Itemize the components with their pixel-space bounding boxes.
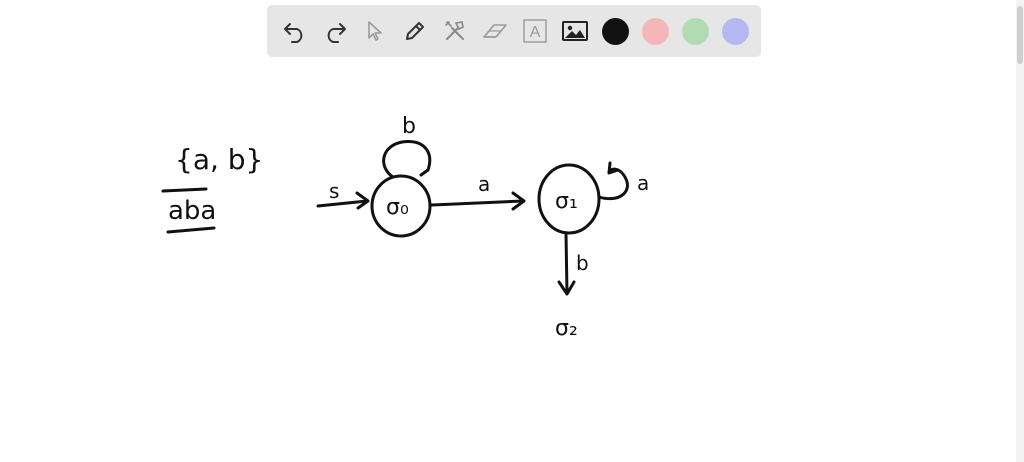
q1-to-q2-arrow bbox=[564, 232, 569, 295]
image-tool-button[interactable] bbox=[555, 11, 595, 51]
state-q0-label: σ₀ bbox=[386, 195, 409, 220]
q0-to-q1-label: a bbox=[478, 172, 490, 196]
state-q1-circle bbox=[537, 163, 601, 235]
pen-icon bbox=[406, 22, 424, 40]
q1-to-q2-label: b bbox=[576, 251, 589, 275]
color-green-button[interactable] bbox=[675, 11, 715, 51]
color-swatch-green bbox=[681, 17, 709, 45]
svg-text:A: A bbox=[530, 24, 541, 41]
color-swatch-pink bbox=[641, 17, 669, 45]
q0-to-q1-arrow bbox=[430, 199, 525, 207]
state-q1-label: σ₁ bbox=[555, 189, 578, 214]
tools-icon bbox=[445, 21, 464, 40]
undo-icon bbox=[284, 23, 303, 43]
scrollbar-thumb[interactable] bbox=[1017, 6, 1023, 64]
start-arrow bbox=[316, 199, 369, 208]
color-swatch-lavender bbox=[721, 17, 749, 45]
underline-stroke bbox=[166, 226, 216, 234]
q0-to-q1-arrowhead bbox=[511, 191, 526, 211]
color-lavender-button[interactable] bbox=[715, 11, 755, 51]
color-black-button[interactable] bbox=[595, 11, 635, 51]
select-pointer-icon bbox=[368, 21, 382, 41]
eraser-icon bbox=[483, 24, 507, 38]
q0-self-loop bbox=[382, 140, 432, 179]
color-swatch-black bbox=[601, 17, 629, 45]
redo-icon bbox=[327, 23, 346, 43]
text-icon: A bbox=[523, 19, 547, 43]
q0-loop-label: b bbox=[402, 114, 416, 139]
alphabet-label: {a, b} bbox=[175, 143, 263, 176]
state-q2-label: σ₂ bbox=[555, 316, 578, 341]
start-label: s bbox=[329, 179, 339, 203]
state-q0-circle bbox=[370, 174, 432, 238]
undo-button[interactable] bbox=[275, 11, 315, 51]
image-icon bbox=[562, 21, 588, 41]
input-word-label: aba bbox=[168, 196, 216, 226]
eraser-tool-button[interactable] bbox=[475, 11, 515, 51]
drawing-toolbar: A bbox=[267, 5, 761, 57]
q1-self-loop-arrowhead bbox=[607, 161, 620, 175]
color-pink-button[interactable] bbox=[635, 11, 675, 51]
q1-self-loop bbox=[597, 167, 629, 201]
select-tool-button[interactable] bbox=[355, 11, 395, 51]
text-tool-button[interactable]: A bbox=[515, 11, 555, 51]
redo-button[interactable] bbox=[315, 11, 355, 51]
start-arrowhead bbox=[355, 191, 370, 210]
pen-tool-button[interactable] bbox=[395, 11, 435, 51]
overline-stroke bbox=[161, 187, 208, 193]
q1-to-q2-arrowhead bbox=[557, 280, 576, 296]
tools-button[interactable] bbox=[435, 11, 475, 51]
q1-loop-label: a bbox=[637, 171, 649, 195]
vertical-scrollbar[interactable] bbox=[1016, 0, 1024, 462]
